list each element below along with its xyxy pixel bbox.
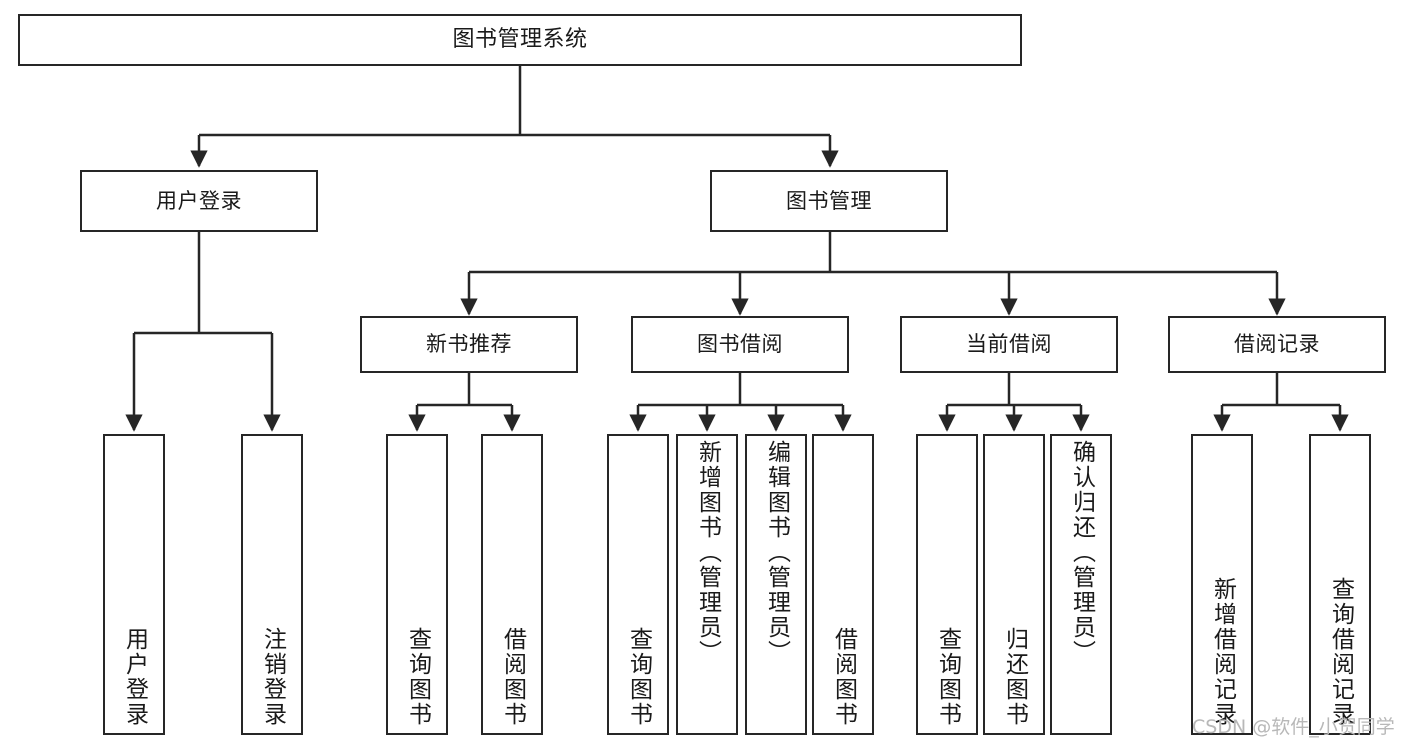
node-new-book-recommend[interactable]: 新书推荐 xyxy=(360,316,578,373)
node-label: 借阅图书 xyxy=(830,627,857,727)
node-label: 查询图书 xyxy=(625,627,652,727)
node-leaf-query-borrow-record[interactable]: 查询借阅记录 xyxy=(1309,434,1371,735)
node-label: 查询图书 xyxy=(934,627,961,727)
node-label: 查询借阅记录 xyxy=(1327,577,1354,727)
node-leaf-borrow-book-recommend[interactable]: 借阅图书 xyxy=(481,434,543,735)
node-leaf-logout[interactable]: 注销登录 xyxy=(241,434,303,735)
node-label: 新增借阅记录 xyxy=(1209,577,1236,727)
node-label: 图书借阅 xyxy=(697,332,783,357)
node-current-borrow[interactable]: 当前借阅 xyxy=(900,316,1118,373)
node-leaf-add-book-admin[interactable]: 新增图书（管理员） xyxy=(676,434,738,735)
node-root-system[interactable]: 图书管理系统 xyxy=(18,14,1022,66)
node-leaf-query-book[interactable]: 查询图书 xyxy=(607,434,669,735)
node-label: 注销登录 xyxy=(259,627,286,727)
node-book-manage[interactable]: 图书管理 xyxy=(710,170,948,232)
node-label: 查询图书 xyxy=(404,627,431,727)
watermark-text: CSDN @软件_小贺同学 xyxy=(1192,716,1395,738)
node-label: 借阅图书 xyxy=(499,627,526,727)
node-leaf-query-book-current[interactable]: 查询图书 xyxy=(916,434,978,735)
node-leaf-add-borrow-record[interactable]: 新增借阅记录 xyxy=(1191,434,1253,735)
node-borrow-record[interactable]: 借阅记录 xyxy=(1168,316,1386,373)
node-leaf-user-login[interactable]: 用户登录 xyxy=(103,434,165,735)
node-label: 新书推荐 xyxy=(426,332,512,357)
node-label: 编辑图书（管理员） xyxy=(763,440,790,665)
node-label: 借阅记录 xyxy=(1234,332,1320,357)
node-label: 当前借阅 xyxy=(966,332,1052,357)
node-user-login[interactable]: 用户登录 xyxy=(80,170,318,232)
node-label: 用户登录 xyxy=(156,188,242,213)
node-label: 新增图书（管理员） xyxy=(694,440,721,665)
node-leaf-borrow-book[interactable]: 借阅图书 xyxy=(812,434,874,735)
node-leaf-return-book[interactable]: 归还图书 xyxy=(983,434,1045,735)
node-label: 确认归还（管理员） xyxy=(1068,440,1095,665)
node-leaf-confirm-return-admin[interactable]: 确认归还（管理员） xyxy=(1050,434,1112,735)
node-book-borrow[interactable]: 图书借阅 xyxy=(631,316,849,373)
node-label: 图书管理系统 xyxy=(452,27,588,53)
node-leaf-query-book-recommend[interactable]: 查询图书 xyxy=(386,434,448,735)
node-label: 用户登录 xyxy=(121,627,148,727)
node-label: 图书管理 xyxy=(786,188,872,213)
node-leaf-edit-book-admin[interactable]: 编辑图书（管理员） xyxy=(745,434,807,735)
node-label: 归还图书 xyxy=(1001,627,1028,727)
